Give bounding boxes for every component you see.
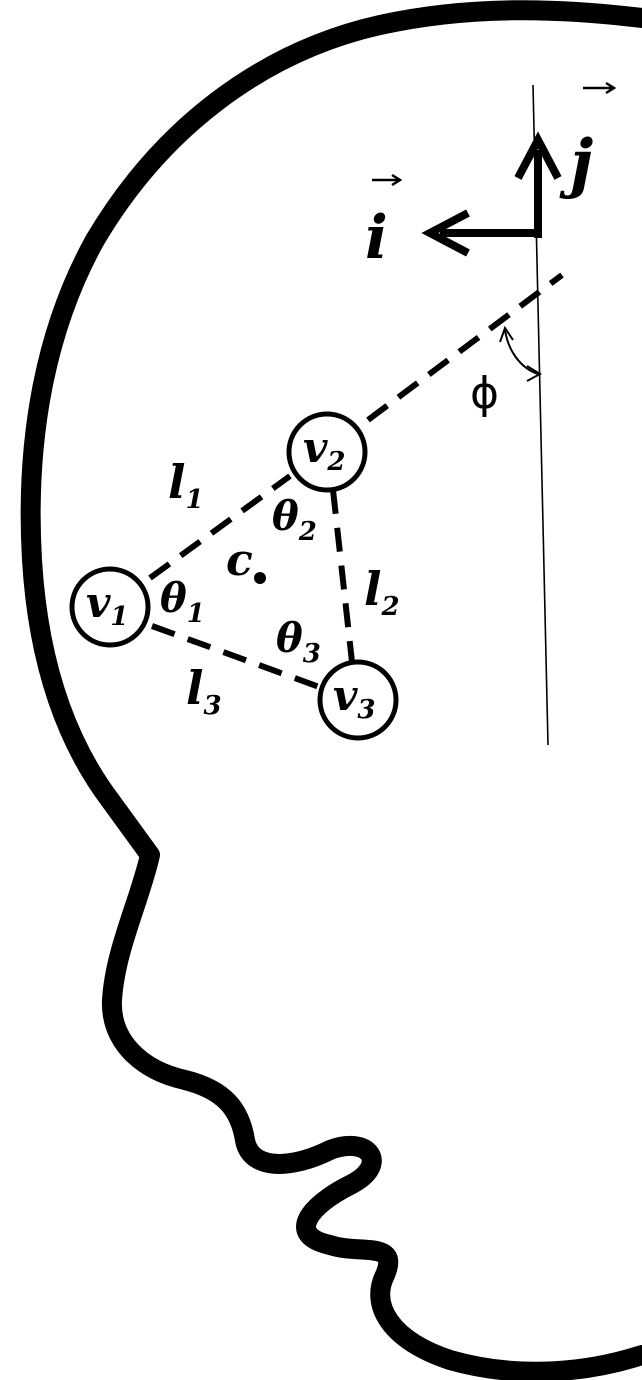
centroid-label: c (226, 535, 253, 586)
theta2-label: θ2 (272, 493, 317, 547)
centroid-dot (254, 572, 266, 584)
phi-arc-arrow-right (527, 366, 540, 381)
l1-label: l1 (168, 455, 204, 515)
l3-label: l3 (186, 661, 222, 721)
l2-label: l2 (364, 562, 400, 622)
j-label: j (559, 126, 593, 201)
i-label: i (365, 203, 388, 273)
theta3-label: θ3 (276, 615, 321, 669)
theta1-label: θ1 (160, 575, 205, 629)
edge-l2 (333, 490, 352, 662)
orientation-dashed-line (368, 275, 562, 420)
phi-label: ϕ (470, 368, 499, 419)
